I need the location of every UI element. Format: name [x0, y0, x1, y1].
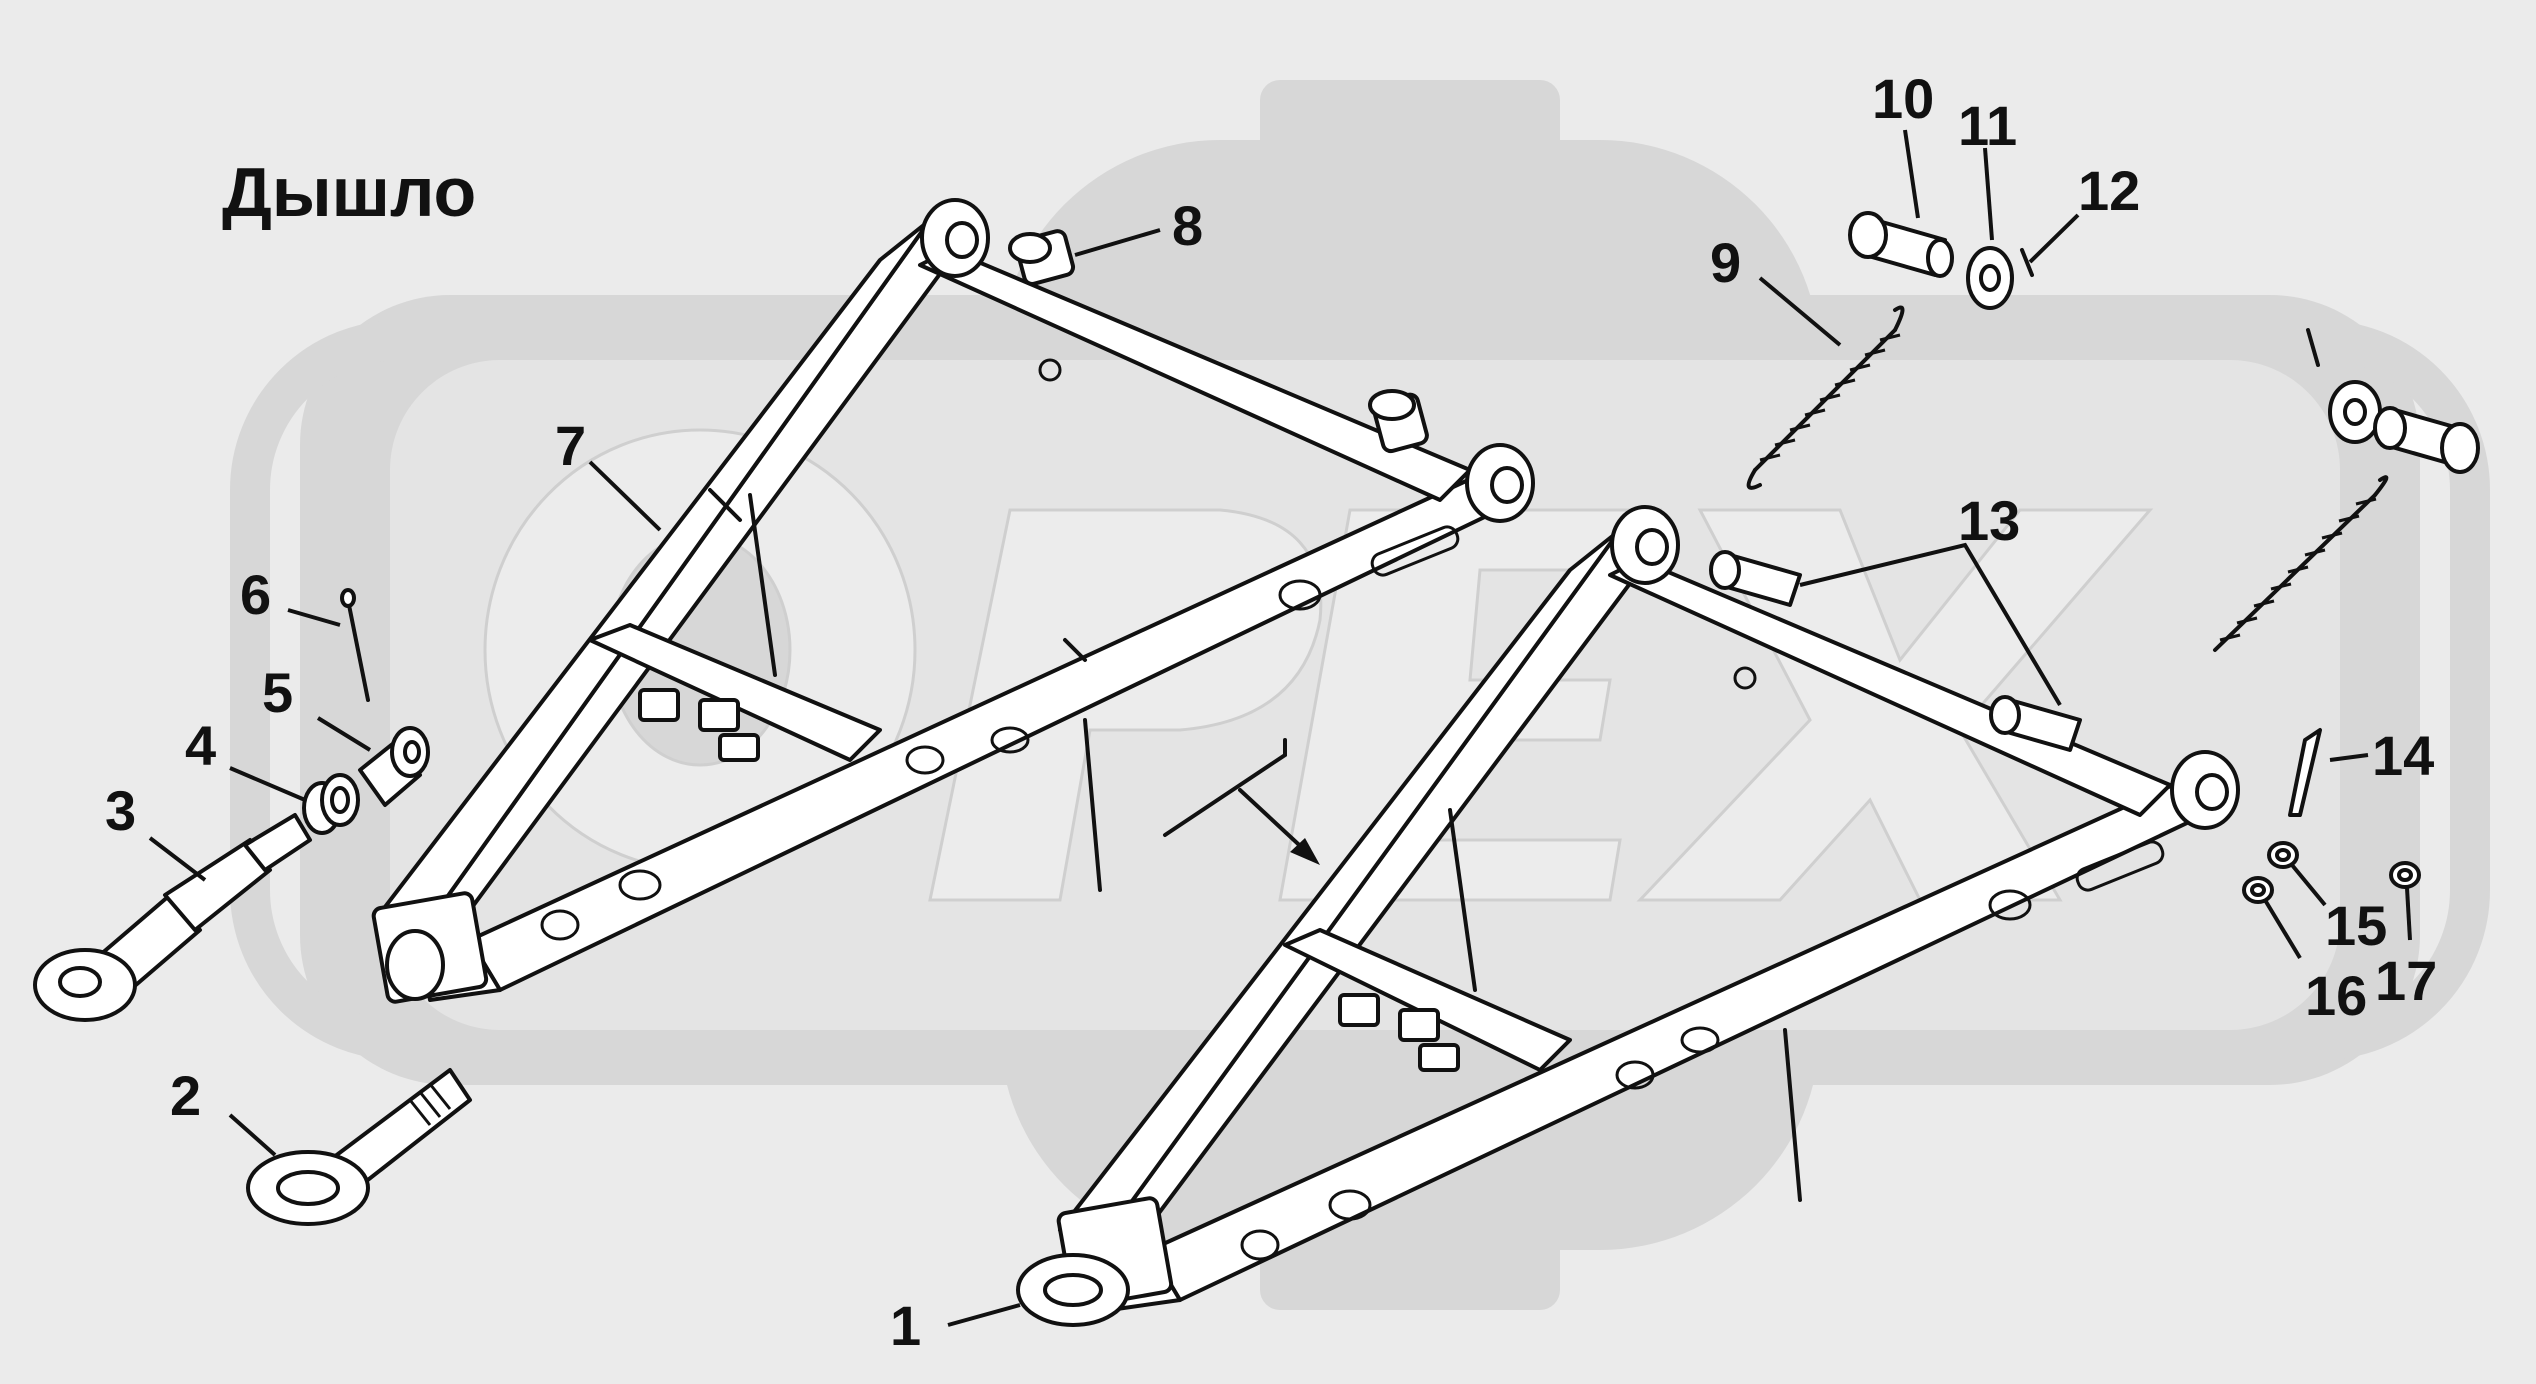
part-2-eye-bolt	[246, 1068, 472, 1226]
pin-set-right	[2306, 328, 2480, 474]
part-10-pin	[1848, 211, 1954, 278]
callout-12: 12	[2078, 159, 2140, 222]
part-6-cotter-pin	[340, 588, 370, 702]
part-1-eye-plate	[1016, 1253, 1130, 1327]
callout-4: 4	[185, 714, 216, 777]
callout-17: 17	[2375, 949, 2437, 1012]
callout-8: 8	[1172, 194, 1203, 257]
part-12-cotter-pin	[2020, 248, 2034, 277]
part-9-spring	[1746, 305, 1905, 490]
leader-lines	[148, 129, 2412, 1327]
part-13-sleeves	[1709, 550, 2082, 752]
callout-1: 1	[890, 1294, 921, 1357]
bushing-left	[1368, 389, 1429, 454]
part-14-cotter	[2288, 728, 2322, 817]
callout-11: 11	[1958, 94, 2017, 157]
spring-right	[2213, 475, 2389, 652]
callout-2: 2	[170, 1064, 201, 1127]
part-11-washer	[1966, 246, 2014, 310]
drawbar-frame-left	[371, 198, 1535, 1004]
drawbar-frame-right	[1056, 505, 2240, 1312]
callout-5: 5	[262, 661, 293, 724]
part-5-sleeve	[358, 726, 430, 807]
assembly-arrow	[1163, 738, 1320, 865]
part-16-nut	[2242, 876, 2274, 904]
part-4-nut	[302, 773, 360, 835]
part-17-nut	[2389, 861, 2421, 889]
callout-13: 13	[1958, 489, 2020, 552]
part-3-rod-end	[33, 813, 312, 1022]
callout-10: 10	[1872, 67, 1934, 130]
callout-14: 14	[2372, 724, 2434, 787]
callout-7: 7	[555, 414, 586, 477]
part-8-bushing	[1008, 229, 1076, 286]
callout-3: 3	[105, 779, 136, 842]
callout-labels: 1 2 3 4 5 6 7 8 9 10 11 12 13 14 15 16 1…	[105, 67, 2437, 1357]
diagram-title: Дышло	[222, 153, 476, 231]
callout-16: 16	[2305, 964, 2367, 1027]
callout-15: 15	[2325, 894, 2387, 957]
callout-9: 9	[1710, 231, 1741, 294]
part-15-nut	[2267, 841, 2299, 869]
callout-6: 6	[240, 563, 271, 626]
